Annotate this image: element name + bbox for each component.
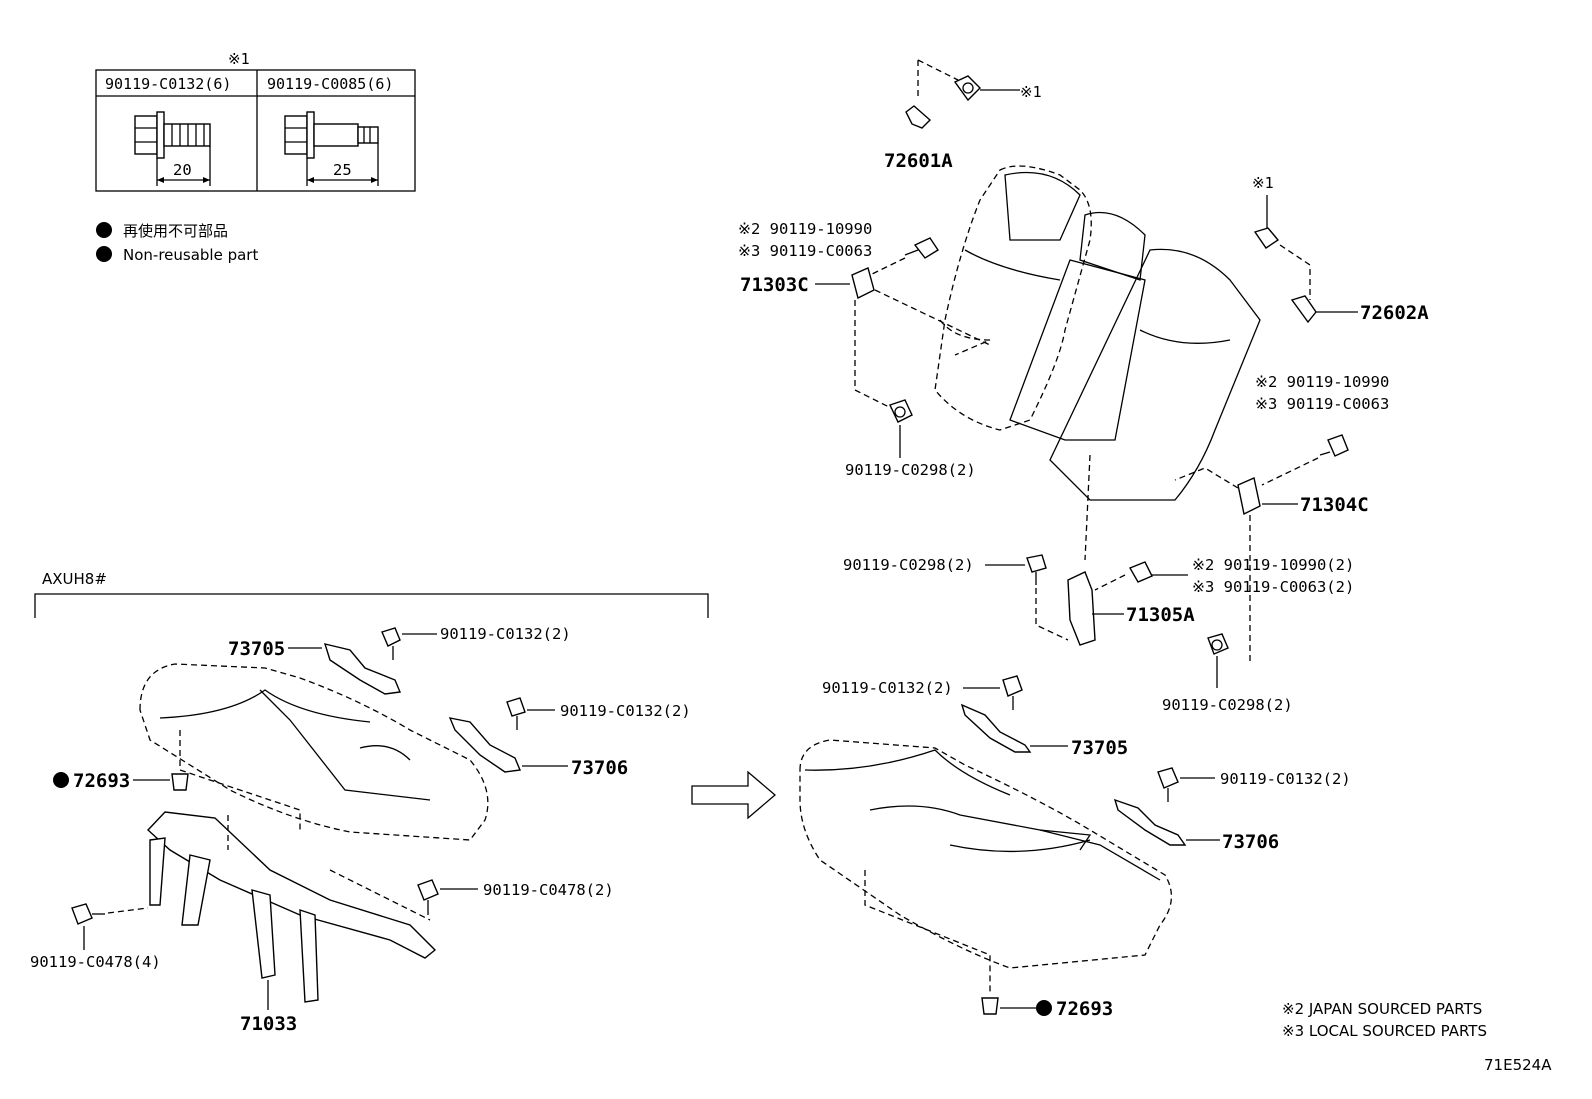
non-reusable-dot-icon [53,772,69,788]
bolt-rt-a: 90119-C0132(2) [822,679,953,697]
bolt-c0298-center-icon [1026,554,1047,585]
bolt-a-icon [134,111,211,186]
part-72602a: 72602A [1360,302,1429,324]
legend-bolt-a-label: 90119-C0132(6) [105,75,231,93]
bolt-c0478-2-icon [417,879,439,915]
clip-73706-left-icon [448,697,526,773]
variant-bracket [34,593,709,618]
bolt-lt-c: 90119-C0478(2) [483,881,614,899]
bolt-lt-d: 90119-C0478(4) [30,953,161,971]
bolt-rt-b: 90119-C0132(2) [1220,770,1351,788]
frame-71033-icon [147,811,437,1003]
part-73705-right: 73705 [1071,737,1128,759]
figure-code: 71E524A [1484,1056,1552,1074]
clip-73706-right-icon [1113,767,1187,846]
non-reusable-en: Non-reusable part [123,246,258,264]
bolt-right-lower: 90119-C0298(2) [1162,696,1293,714]
non-reusable-ja: 再使用不可部品 [123,222,228,240]
part-72601a: 72601A [884,150,953,172]
bracket-71305a-icon [1035,561,1153,646]
bolt-center-l: ※3 90119-C0063(2) [1192,578,1354,596]
part-73705-left: 73705 [228,638,285,660]
bolt-lt-a: 90119-C0132(2) [440,625,571,643]
bolt-c0298-left-icon [889,399,913,423]
clip-73705-left-icon [323,627,401,695]
part-71033: 71033 [240,1013,297,1035]
clip-72693-left-icon [171,773,189,791]
clip-73705-right-icon [960,675,1032,753]
footnote-japan: ※2 JAPAN SOURCED PARTS [1282,1000,1482,1018]
bolt-b-icon [284,111,379,186]
bolt-b-length: 25 [333,161,352,179]
variant-label: AXUH8# [42,570,107,588]
bolt-c0298-right-icon [1207,633,1229,655]
clip-72693-right-icon [981,997,999,1015]
non-reusable-dot-icon [96,246,112,262]
footnote-local: ※3 LOCAL SOURCED PARTS [1282,1022,1487,1040]
seat-cushion-right [799,739,1172,995]
bolt-center-j: ※2 90119-10990(2) [1192,556,1354,574]
clip-72601a-icon [905,59,981,129]
bolt-c0478-4-icon [71,903,149,925]
bolt-right-l: ※3 90119-C0063 [1255,395,1389,413]
bolt-upper-right-note: ※1 [1252,174,1274,192]
part-71304c: 71304C [1300,494,1369,516]
non-reusable-dot-icon [1036,1000,1052,1016]
bracket-71303c-icon [851,237,991,411]
bolt-lt-b: 90119-C0132(2) [560,702,691,720]
part-71303c: 71303C [740,274,809,296]
clip-72602a-icon [1253,227,1317,324]
seat-back-assembly [934,165,1261,561]
bolt-center-left: 90119-C0298(2) [843,556,974,574]
part-73706-right: 73706 [1222,831,1279,853]
bolt-left-lower: 90119-C0298(2) [845,461,976,479]
legend-bolt-b-label: 90119-C0085(6) [267,75,393,93]
part-73706-left: 73706 [571,757,628,779]
bolt-left-j: ※2 90119-10990 [738,220,872,238]
arrow-right-icon [691,770,777,820]
bolt-right-j: ※2 90119-10990 [1255,373,1389,391]
part-71305a: 71305A [1126,604,1195,626]
bracket-71304c-icon [1174,434,1349,665]
legend-note-mark: ※1 [228,50,250,68]
legend-table: ※1 90119-C0132(6) 90119-C0085(6) 20 [95,50,416,192]
part-72693-left: 72693 [73,770,130,792]
non-reusable-dot-icon [96,222,112,238]
bolt-a-length: 20 [173,161,192,179]
bolt-left-l: ※3 90119-C0063 [738,242,872,260]
seat-cushion-left [139,663,489,841]
bolt-top-note: ※1 [1020,83,1042,101]
part-72693-right: 72693 [1056,998,1113,1020]
